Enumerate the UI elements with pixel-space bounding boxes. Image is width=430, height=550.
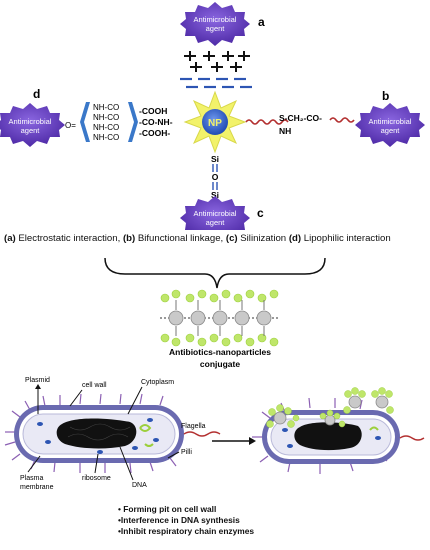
bacteria-section: Plasmid cell wall Cytoplasm Flagella Pil… (4, 377, 425, 491)
caption-b-text: Bifunctional linkage, (137, 233, 224, 244)
effect-item-3: •Inhibit respiratory chain enzymes (118, 526, 255, 536)
label-b: b (382, 89, 389, 103)
linker-b (245, 119, 289, 125)
interaction-caption: (a) Electrostatic interaction, (b) Bifun… (4, 233, 428, 244)
antimicrobial-agent-a: Antimicrobial agent (180, 2, 250, 46)
attached-conjugates (266, 387, 394, 428)
label-d: d (33, 87, 40, 101)
d-nh-co-4: NH-CO (93, 133, 119, 142)
label-pilli: Pilli (181, 449, 192, 456)
curly-brace (104, 257, 326, 289)
agent-d-label-1: Antimicrobial (9, 117, 52, 126)
antimicrobial-agent-d: Antimicrobial agent (0, 103, 65, 147)
label-dna: DNA (132, 482, 147, 489)
effects-list: • Forming pit on cell wall •Interference… (118, 504, 254, 537)
caption-a-text: Electrostatic interaction, (18, 233, 121, 244)
caption-c-key: (c) (225, 233, 238, 244)
label-plasma-1: Plasma (20, 475, 43, 482)
conjugate-chain (160, 289, 280, 347)
d-cooh-2: -COOH- (139, 128, 170, 138)
c-o: O (212, 172, 219, 182)
agent-c-label-2: agent (206, 218, 226, 227)
positive-charges (184, 51, 250, 72)
caption-a-key: (a) (4, 233, 16, 244)
conjugation-diagram: Antimicrobial agent a NP Antimicrobial a… (0, 2, 425, 230)
conjugate-section: Antibiotics-nanoparticles conjugate (104, 257, 326, 369)
antimicrobial-agent-c: Antimicrobial agent (180, 196, 250, 230)
caption-b-key: (b) (122, 233, 136, 244)
c-si-2: Si (211, 190, 219, 200)
label-c: c (257, 206, 264, 220)
c-si-1: Si (211, 154, 219, 164)
label-cell-wall: cell wall (82, 382, 107, 389)
conjugate-label-1: Antibiotics-nanoparticles (169, 347, 271, 357)
nanoparticle: NP (183, 90, 247, 154)
negative-charges (180, 77, 252, 89)
agent-c-label-1: Antimicrobial (194, 209, 237, 218)
effect-item-1: • Forming pit on cell wall (118, 504, 217, 514)
bracket-group-d (80, 102, 138, 142)
label-plasma-2: membrane (20, 484, 54, 491)
agent-b-label-1: Antimicrobial (369, 117, 412, 126)
link-symbol-d: O= (65, 121, 76, 130)
b-line-2: NH (279, 126, 291, 136)
label-a: a (258, 15, 265, 29)
effect-item-2: •Interference in DNA synthesis (118, 515, 240, 525)
d-nh-co-3: NH-CO (93, 123, 119, 132)
label-flagella: Flagella (181, 423, 206, 430)
d-co-nh: -CO-NH- (139, 117, 173, 127)
bacterium-left (4, 393, 221, 474)
conjugate-label-2: conjugate (200, 359, 240, 369)
d-cooh-1: -COOH (139, 106, 167, 116)
np-label: NP (208, 118, 222, 129)
agent-b-label-2: agent (381, 126, 401, 135)
d-nh-co-1: NH-CO (93, 103, 119, 112)
caption-c-text: Silinization (240, 233, 287, 244)
agent-d-label-2: agent (21, 126, 41, 135)
caption-d-key: (d) (288, 233, 302, 244)
d-nh-co-2: NH-CO (93, 113, 119, 122)
antimicrobial-agent-b: Antimicrobial agent (355, 103, 425, 147)
agent-a-label-2: agent (206, 24, 226, 33)
label-cytoplasm: Cytoplasm (141, 379, 174, 386)
bacterium-right (252, 387, 425, 474)
caption-d-text: Lipophilic interaction (303, 233, 391, 244)
label-plasmid: Plasmid (25, 377, 50, 384)
agent-a-label-1: Antimicrobial (194, 15, 237, 24)
b-line-1: S-CH₂-CO- (279, 113, 322, 123)
label-ribosome: ribosome (82, 475, 111, 482)
linker-b-2 (329, 117, 355, 123)
